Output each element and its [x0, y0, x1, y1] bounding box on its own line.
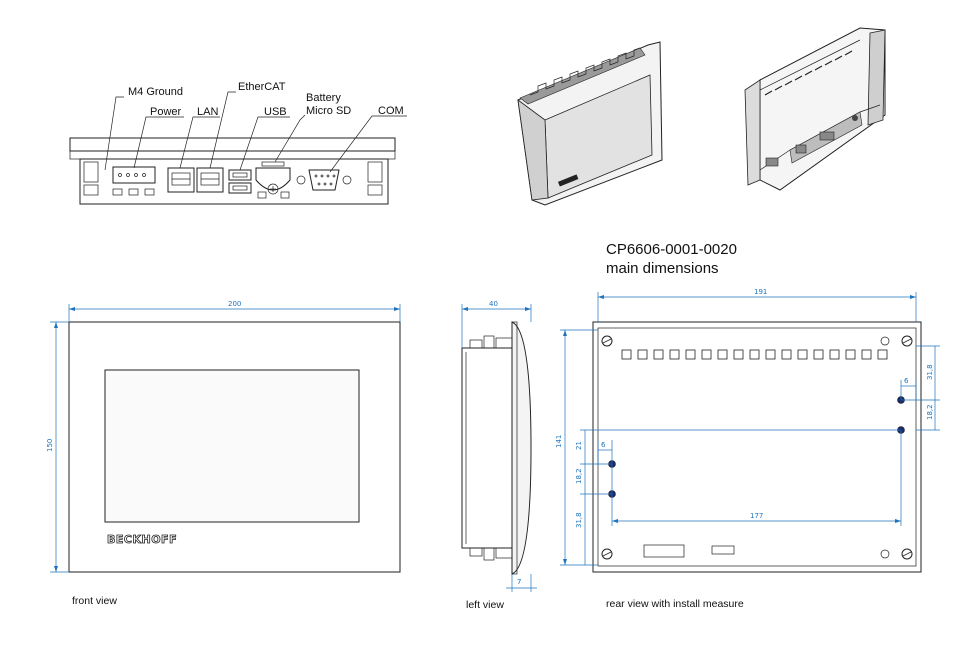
mounting-holes [608, 396, 905, 498]
front-frame [68, 321, 401, 573]
vent-slots [621, 349, 888, 360]
front-view: BECKHOFF 200 150 [46, 300, 401, 573]
battery-sd-slot [255, 161, 291, 199]
model-title: CP6606-0001-0020 [606, 241, 737, 258]
connector-view: M4 Ground Power LAN EtherCAT USB Battery… [69, 81, 407, 205]
left-bracket [83, 161, 99, 183]
brand-logo: BECKHOFF [107, 533, 177, 546]
leader-battery [274, 114, 306, 163]
dim-rear-hole-span-label: 177 [750, 512, 763, 520]
label-ethercat: EtherCAT [238, 81, 286, 93]
dim-side-depth-label: 40 [489, 300, 498, 308]
label-lan: LAN [197, 106, 218, 118]
dim-rear-left-bottom-label: 31,8 [575, 512, 583, 528]
label-m4-ground: M4 Ground [128, 86, 183, 98]
leader-com [329, 115, 407, 173]
ethercat-port [196, 167, 224, 193]
rear-view: 191 141 21 18,2 31,8 6 177 31,8 18,2 [555, 288, 940, 573]
model-subtitle: main dimensions [606, 260, 719, 277]
rear-frame [592, 321, 922, 573]
label-usb: USB [264, 106, 287, 118]
leader-lan [179, 116, 220, 169]
dim-rear-height-label: 141 [555, 435, 563, 448]
dim-side-front-label: 7 [517, 578, 521, 586]
caption-front: front view [72, 595, 117, 607]
dim-rear-right-offset-label: 6 [904, 377, 909, 385]
dim-rear-left-mid-label: 18,2 [575, 468, 583, 484]
label-battery: Battery [306, 92, 341, 104]
leader-m4-ground [104, 96, 124, 171]
connector-housing [79, 158, 389, 205]
panel-top-edge [69, 137, 396, 152]
right-bracket [367, 161, 383, 183]
left-view: 40 7 [461, 300, 537, 592]
dim-front-width-label: 200 [228, 300, 241, 308]
com-port [296, 169, 352, 191]
usb-ports [228, 169, 252, 194]
dim-rear-right-mid-label: 18,2 [926, 404, 934, 420]
isometric-front-view [517, 41, 663, 206]
dim-rear-right-top-label: 31,8 [926, 364, 934, 380]
dim-rear-width-label: 191 [754, 288, 767, 296]
leader-ethercat [209, 91, 236, 169]
label-power: Power [150, 106, 182, 118]
dim-rear-left-top-label: 21 [575, 441, 583, 450]
leader-power [133, 116, 184, 169]
caption-rear: rear view with install measure [606, 598, 744, 610]
caption-left: left view [466, 599, 504, 611]
lan-port [167, 167, 195, 193]
dim-front-height-label: 150 [46, 439, 54, 452]
side-housing [461, 347, 513, 549]
leader-usb [239, 116, 290, 171]
corner-screws [601, 335, 913, 560]
rear-connector-strip [643, 544, 685, 558]
label-micro-sd: Micro SD [306, 105, 351, 117]
label-com: COM [378, 105, 404, 117]
panel-frame [69, 150, 396, 160]
power-connector [112, 166, 156, 196]
front-display [104, 369, 360, 523]
dim-rear-left-offset-label: 6 [601, 441, 606, 449]
isometric-rear-view [744, 27, 886, 191]
